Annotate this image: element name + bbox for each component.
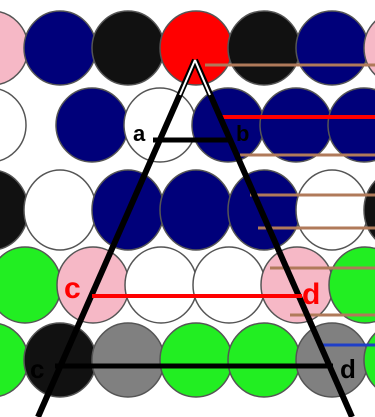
label-d-red: d	[302, 278, 320, 311]
circle-pink	[364, 11, 375, 85]
circle-white	[125, 247, 197, 323]
circle-black	[364, 170, 375, 250]
label-d: d	[340, 354, 356, 384]
circle-navy	[260, 88, 332, 162]
circle-green	[0, 247, 61, 323]
circle-black	[228, 11, 300, 85]
circle-red	[160, 11, 232, 85]
circle-navy	[24, 11, 96, 85]
label-a: a	[133, 121, 146, 146]
circle-gray	[92, 323, 164, 397]
circle-navy	[328, 88, 375, 162]
circle-green	[228, 323, 300, 397]
circle-white	[193, 247, 265, 323]
label-b: b	[236, 121, 249, 146]
circle-navy	[192, 88, 264, 162]
label-c-red: c	[64, 272, 81, 305]
circle-navy	[160, 170, 232, 250]
circle-white	[296, 170, 368, 250]
circle-navy	[56, 88, 128, 162]
circle-navy	[296, 11, 368, 85]
label-c: c	[30, 354, 44, 384]
circle-green	[160, 323, 232, 397]
circle-green	[364, 323, 375, 397]
circle-black	[92, 11, 164, 85]
circle-edge-white	[0, 88, 26, 162]
circle-gray	[296, 323, 368, 397]
circle-white	[24, 170, 96, 250]
circle-green	[329, 247, 375, 323]
